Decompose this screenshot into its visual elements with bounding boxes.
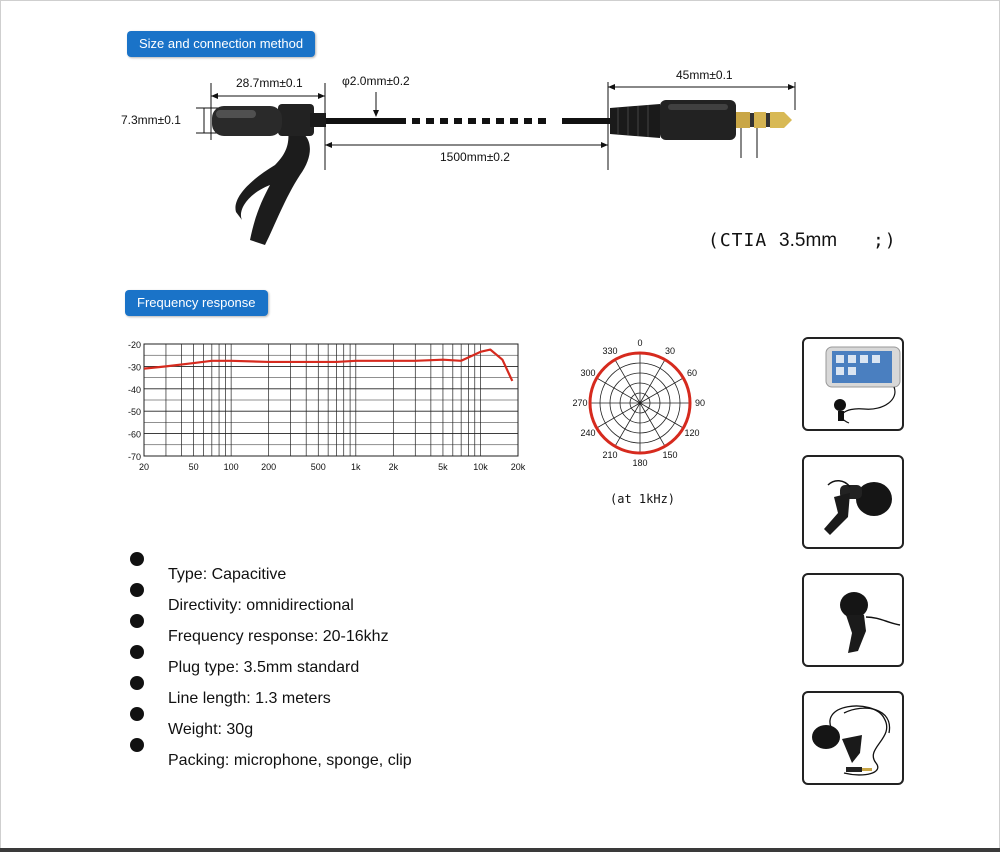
x-tick-label: 200	[261, 462, 276, 472]
omnidirectional-pattern	[588, 351, 692, 455]
bottom-bar	[0, 848, 1000, 852]
y-tick-label: -50	[128, 407, 141, 417]
y-tick-label: -20	[128, 340, 141, 350]
plot-frame	[143, 343, 519, 457]
mic-on-clip-photo	[802, 573, 904, 667]
polar-spoke	[639, 359, 666, 404]
x-tick-label: 50	[189, 462, 199, 472]
polar-angle-label: 180	[632, 458, 647, 468]
spec-type: Type: Capacitive	[168, 566, 287, 583]
cable-diameter-label: φ2.0mm±0.2	[342, 74, 410, 88]
microphone-dimension-drawing	[196, 82, 796, 245]
bullet-icon	[130, 614, 144, 628]
plug-standard-note: (CTIA 3.5mm ;)	[708, 230, 897, 252]
polar-angle-label: 60	[687, 368, 697, 378]
polar-spoke	[596, 402, 641, 429]
polar-caption: (at 1kHz)	[610, 492, 676, 506]
y-tick-label: -40	[128, 385, 141, 395]
x-tick-label: 20k	[511, 462, 526, 472]
x-tick-label: 2k	[389, 462, 399, 472]
polar-angle-label: 0	[637, 338, 642, 348]
mic-height-label: 7.3mm±0.1	[121, 113, 181, 127]
plug-length-label: 45mm±0.1	[676, 68, 733, 82]
bullet-icon	[130, 552, 144, 566]
polar-angle-label: 330	[602, 346, 617, 356]
spec-directivity: Directivity: omnidirectional	[168, 597, 354, 614]
spec-weight: Weight: 30g	[168, 721, 254, 738]
cable-length-label: 1500mm±0.2	[440, 150, 510, 164]
mic-length-label: 28.7mm±0.1	[236, 76, 303, 90]
y-tick-label: -70	[128, 452, 141, 462]
polar-pattern-chart: 0 30 60 90 120 150 180 210 240 270 300 330	[572, 338, 705, 468]
x-tick-label: 5k	[438, 462, 448, 472]
bullet-icon	[130, 738, 144, 752]
polar-spoke	[614, 402, 641, 447]
spec-plug: Plug type: 3.5mm standard	[168, 659, 360, 676]
x-tick-label: 10k	[473, 462, 488, 472]
polar-spoke	[639, 402, 684, 429]
bullet-icon	[130, 583, 144, 597]
x-tick-label: 1k	[351, 462, 361, 472]
polar-angle-label: 300	[581, 368, 596, 378]
polar-angle-label: 240	[581, 428, 596, 438]
section-size-connection-tab: Size and connection method	[127, 31, 316, 57]
plug-note-prefix: (CTIA	[708, 230, 768, 251]
polar-spoke	[639, 377, 684, 404]
polar-spoke	[614, 359, 641, 404]
mic-with-cable-and-plug-photo	[802, 691, 904, 785]
polar-angle-label: 270	[572, 398, 587, 408]
plug-note-size: 3.5mm	[779, 230, 838, 251]
x-tick-label: 500	[311, 462, 326, 472]
plug-note-suffix: ;)	[872, 230, 897, 251]
spec-line-length: Line length: 1.3 meters	[168, 690, 331, 707]
polar-angle-label: 210	[602, 450, 617, 460]
spec-frequency: Frequency response: 20-16khz	[168, 628, 389, 645]
x-tick-label: 100	[224, 462, 239, 472]
bullet-icon	[130, 707, 144, 721]
polar-angle-label: 120	[684, 428, 699, 438]
x-tick-label: 20	[139, 462, 149, 472]
section-frequency-response-tab: Frequency response	[125, 290, 268, 316]
phone-with-lavalier-photo	[802, 337, 904, 431]
spec-packing: Packing: microphone, sponge, clip	[168, 752, 412, 769]
polar-spoke	[596, 377, 641, 404]
y-tick-label: -60	[128, 430, 141, 440]
frequency-response-line	[143, 348, 514, 382]
y-tick-label: -30	[128, 362, 141, 372]
bullet-icon	[130, 645, 144, 659]
polar-spoke	[639, 402, 666, 447]
polar-angle-label: 30	[665, 346, 675, 356]
mic-with-foam-clip-photo	[802, 455, 904, 549]
polar-angle-label: 90	[695, 398, 705, 408]
bullet-icon	[130, 676, 144, 690]
polar-angle-label: 150	[662, 450, 677, 460]
